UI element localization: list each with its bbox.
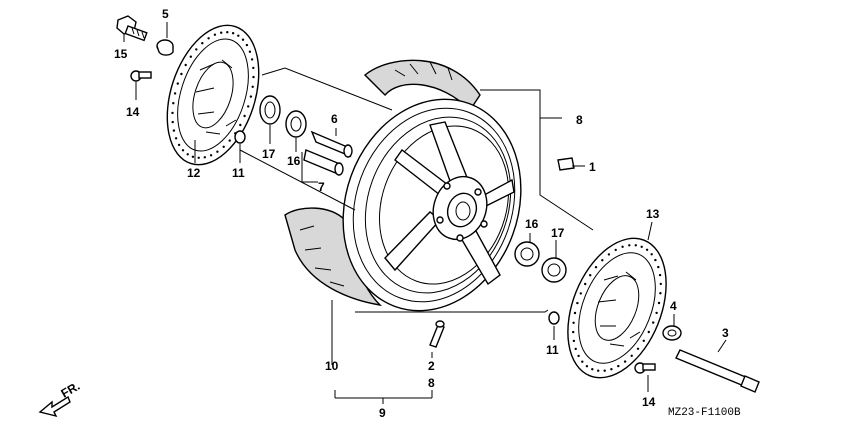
bolt-14-lower (634, 362, 656, 374)
dust-seal-17-left (259, 95, 281, 125)
callout-5: 5 (162, 7, 169, 21)
callout-3: 3 (722, 326, 729, 340)
collar-5 (156, 39, 174, 56)
right-brake-disc (567, 237, 667, 379)
collar-4 (662, 325, 682, 341)
callout-8-lower: 8 (428, 376, 435, 390)
callout-12: 12 (187, 166, 201, 180)
callout-14-lower: 14 (642, 395, 656, 409)
seal-11-right (548, 311, 560, 325)
assembly-bracket-lines (239, 67, 594, 404)
callout-9: 9 (379, 406, 386, 420)
callout-11-right: 11 (546, 343, 559, 357)
wheel-rim (342, 98, 522, 312)
callout-16-right: 16 (525, 217, 539, 231)
bearing-16-right (514, 241, 540, 267)
leader-lines (123, 22, 727, 392)
diagram-code: MZ23-F1100B (668, 407, 741, 419)
valve-2 (429, 320, 445, 348)
left-brake-disc (166, 24, 260, 166)
callout-17-left: 17 (262, 147, 276, 161)
callout-2: 2 (428, 359, 435, 373)
callout-11-left: 11 (232, 166, 245, 180)
callout-1: 1 (589, 160, 596, 174)
callout-labels: 5 15 14 12 11 17 16 6 7 8 1 16 17 13 4 3… (114, 7, 729, 420)
clip-1 (557, 157, 575, 171)
callout-6: 6 (331, 112, 338, 126)
spacer-6 (310, 130, 353, 158)
front-direction-marker: FR. (38, 379, 83, 418)
distance-collar-7 (303, 149, 344, 176)
callout-16-left: 16 (287, 154, 301, 168)
callout-17-right: 17 (551, 226, 565, 240)
callout-15: 15 (114, 47, 128, 61)
bolt-15 (116, 15, 148, 42)
front-direction-label: FR. (59, 379, 83, 401)
axle-3 (675, 349, 760, 393)
callout-7: 7 (318, 180, 325, 194)
callout-14-upper: 14 (126, 105, 140, 119)
bolt-14-upper (130, 70, 152, 82)
callout-10: 10 (325, 359, 339, 373)
callout-4: 4 (670, 299, 677, 313)
dust-seal-17-right (541, 257, 567, 283)
seal-11-left (234, 130, 246, 144)
callout-13: 13 (646, 207, 660, 221)
bearing-16-left (285, 110, 307, 138)
callout-8-upper: 8 (576, 113, 583, 127)
